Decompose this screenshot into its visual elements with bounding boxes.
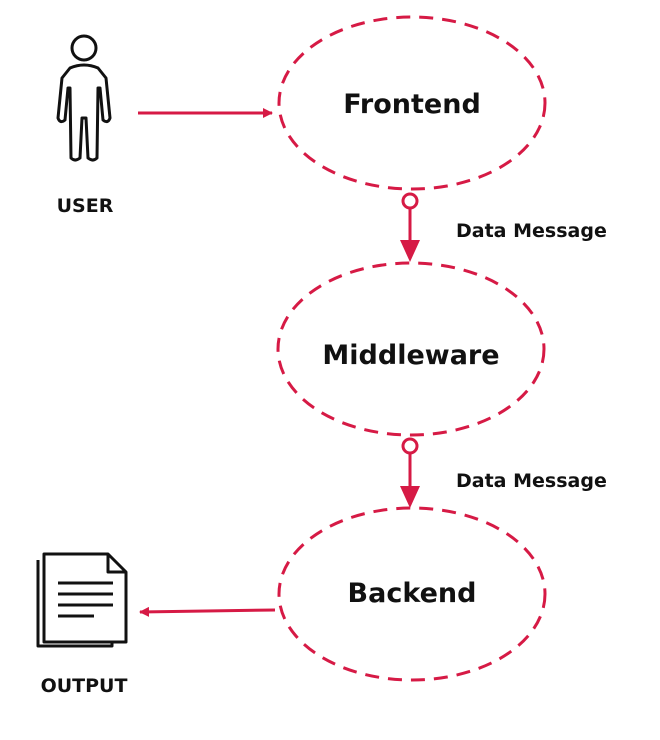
middleware-node (276, 261, 546, 437)
edge-label-data-message-2: Data Message (456, 470, 607, 492)
output-label: OUTPUT (41, 675, 128, 697)
user-icon (56, 34, 112, 162)
backend-to-output-arrow (139, 606, 276, 617)
backend-node (277, 506, 547, 682)
frontend-to-middleware-connector (400, 192, 420, 262)
backend-label: Backend (348, 578, 477, 609)
middleware-label: Middleware (322, 340, 499, 371)
middleware-to-backend-connector (400, 437, 420, 508)
frontend-label: Frontend (343, 89, 481, 120)
document-icon (36, 552, 128, 648)
frontend-node (277, 15, 547, 191)
edge-label-data-message-1: Data Message (456, 220, 607, 242)
user-label: USER (57, 195, 114, 217)
